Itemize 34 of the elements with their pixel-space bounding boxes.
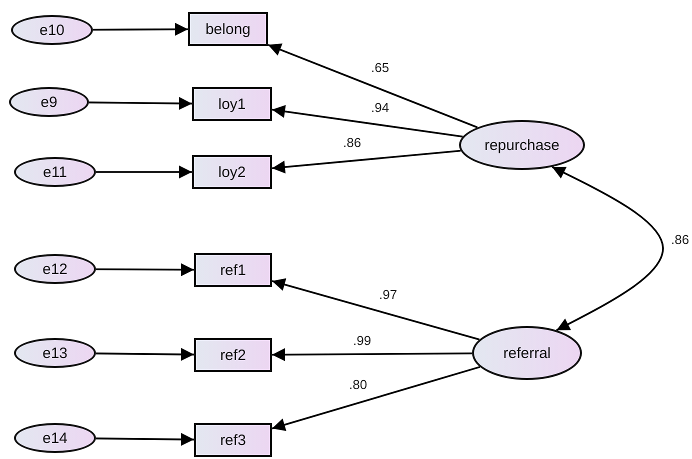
variable-box: loy1 — [192, 87, 272, 121]
variable-ellipse: e10 — [11, 15, 93, 45]
variable-box: ref2 — [194, 338, 272, 372]
variable-box: loy2 — [192, 155, 272, 189]
variable-ellipse: referral — [472, 326, 582, 380]
variable-ellipse: e14 — [14, 423, 96, 453]
path-coefficient: .86 — [342, 136, 362, 150]
arrow — [96, 263, 194, 276]
arrow — [88, 96, 192, 110]
path-coefficient: .97 — [378, 288, 398, 302]
arrow — [272, 105, 463, 138]
variable-box: belong — [188, 12, 268, 46]
arrow — [272, 278, 480, 340]
variable-box: ref3 — [194, 423, 272, 457]
variable-box: ref1 — [194, 253, 272, 287]
path-coefficient: .86 — [670, 233, 690, 247]
arrow — [96, 348, 194, 361]
path-coefficient: .99 — [352, 334, 372, 348]
arrow — [272, 348, 472, 362]
arrow — [93, 22, 188, 36]
variable-ellipse: e9 — [9, 87, 89, 117]
path-coefficient: .80 — [348, 378, 368, 392]
double-headed-arrow — [552, 166, 664, 332]
arrow — [272, 366, 480, 431]
arrow — [268, 44, 478, 128]
arrow — [96, 432, 194, 446]
path-coefficient: .94 — [370, 101, 390, 115]
variable-ellipse: e11 — [14, 157, 96, 187]
path-coefficient: .65 — [370, 61, 390, 75]
variable-ellipse: repurchase — [459, 120, 585, 170]
variable-ellipse: e13 — [14, 338, 96, 368]
variable-ellipse: e12 — [14, 254, 96, 284]
arrow — [272, 150, 461, 174]
arrow — [96, 166, 192, 178]
